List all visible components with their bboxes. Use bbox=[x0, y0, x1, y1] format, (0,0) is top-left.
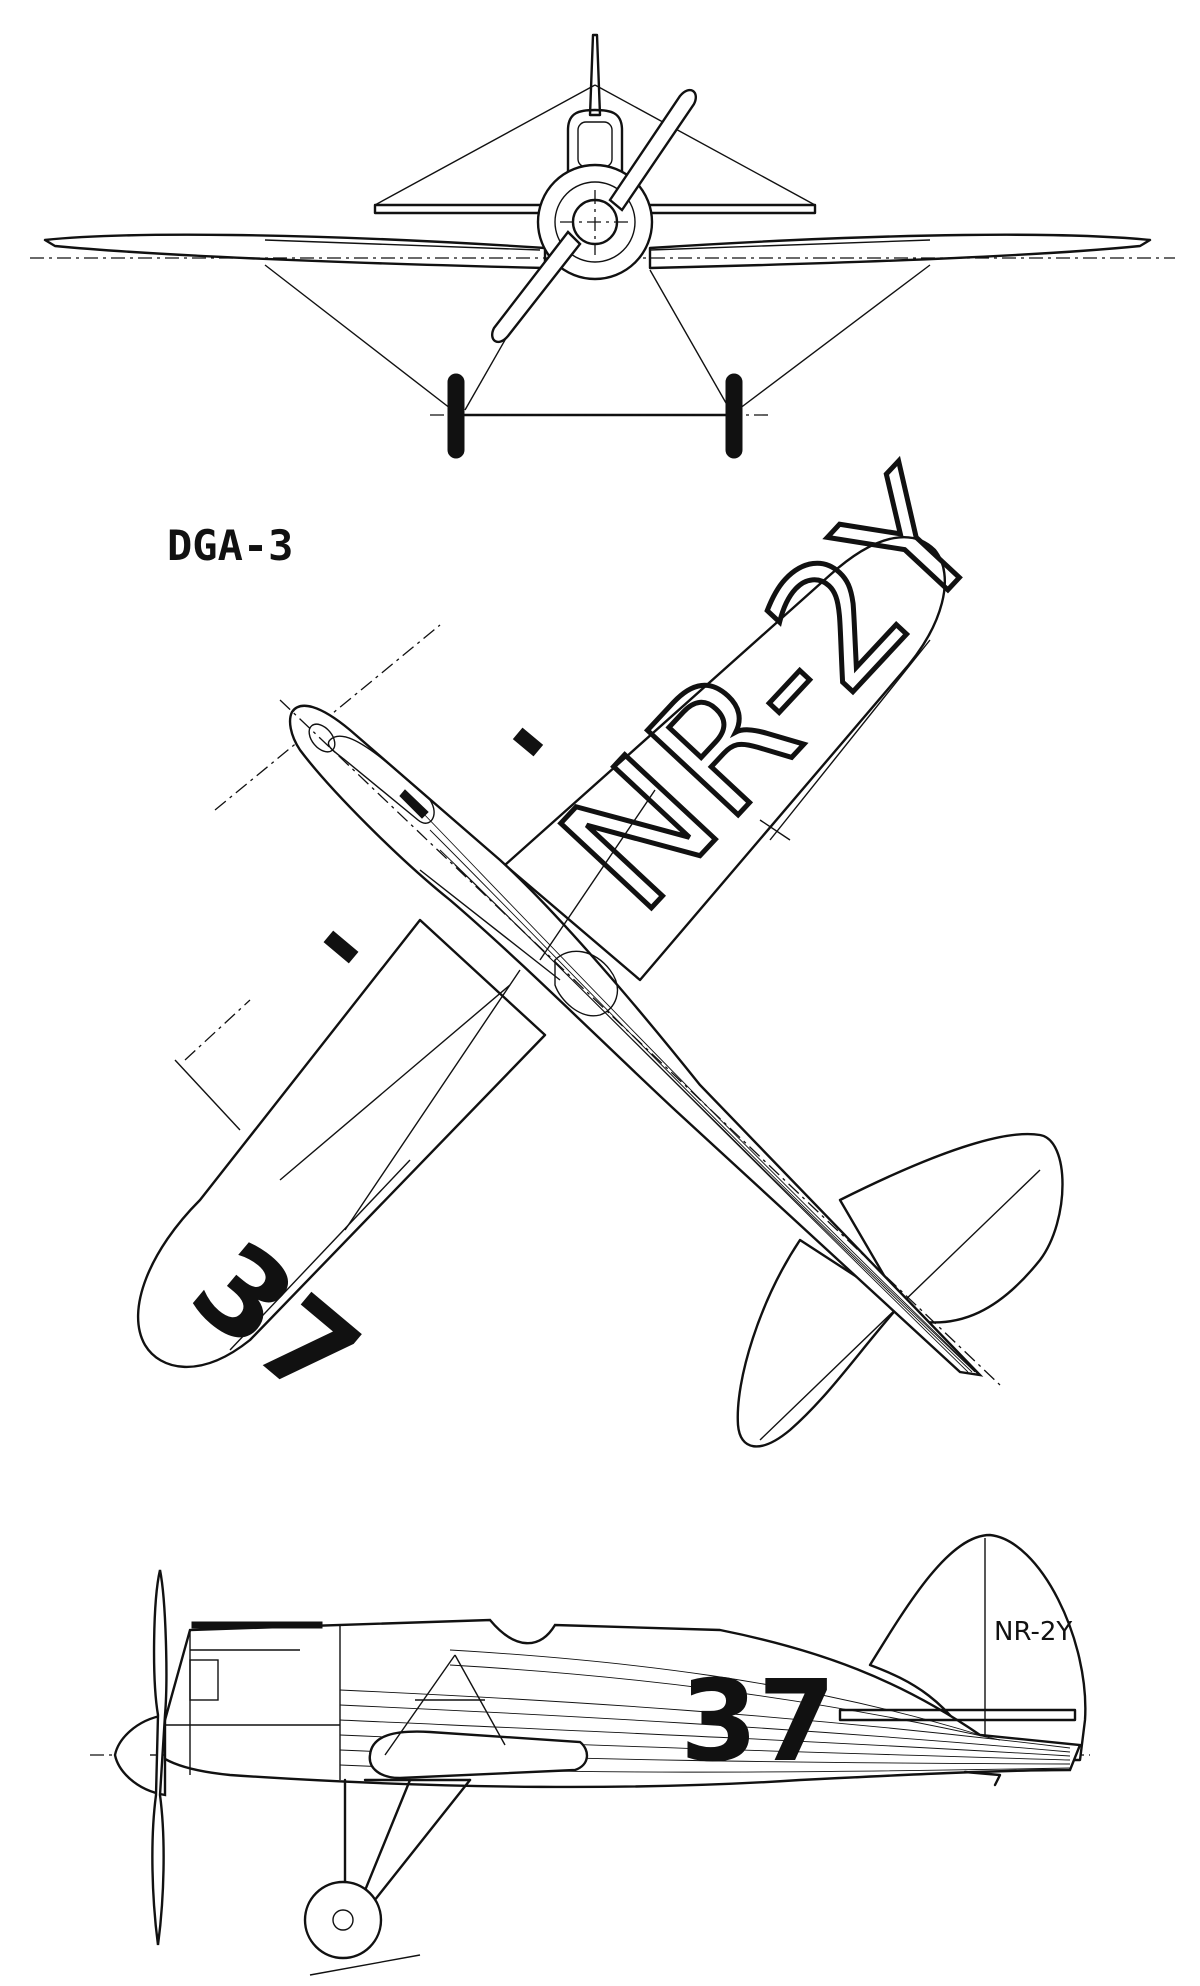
top-view: NR-2Y 37 bbox=[136, 435, 1064, 1448]
side-vertical-tail bbox=[868, 1533, 1087, 1762]
side-view: NR-2Y 37 bbox=[90, 1533, 1090, 1976]
side-race-number: 37 bbox=[680, 1657, 836, 1787]
top-wing-right-panel bbox=[503, 536, 946, 982]
front-propeller bbox=[491, 88, 697, 344]
front-right-wheel bbox=[725, 373, 743, 459]
top-fuselage-stringers bbox=[419, 809, 979, 1375]
side-registration: NR-2Y bbox=[994, 1617, 1072, 1647]
top-wing-left-panel bbox=[136, 918, 547, 1369]
side-fuselage-stringers bbox=[339, 1649, 1071, 1773]
side-spinner bbox=[113, 1713, 167, 1797]
top-wing-struts bbox=[174, 789, 656, 1231]
top-cowling-detail bbox=[327, 735, 435, 824]
front-wing bbox=[43, 233, 547, 270]
front-fin bbox=[588, 33, 602, 117]
front-canopy bbox=[566, 108, 624, 182]
top-race-number: 37 bbox=[166, 1216, 383, 1430]
top-exhaust-left bbox=[323, 930, 359, 964]
side-wheel bbox=[303, 1880, 383, 1960]
side-cowling bbox=[160, 1621, 341, 1780]
side-wing-struts bbox=[384, 1654, 506, 1756]
top-cockpit bbox=[554, 950, 619, 1017]
top-registration: NR-2Y bbox=[525, 438, 1020, 948]
top-horizontal-tail bbox=[838, 1132, 1064, 1324]
side-wing-root bbox=[368, 1730, 589, 1780]
side-tail-skid bbox=[963, 1770, 1002, 1787]
front-view bbox=[30, 33, 1175, 459]
side-propeller bbox=[151, 1569, 168, 1946]
side-horizontal-tail bbox=[838, 1708, 1077, 1722]
front-stabilizer bbox=[373, 203, 817, 215]
front-left-wheel bbox=[447, 373, 465, 459]
top-exhaust-right bbox=[512, 727, 544, 757]
model-label: DGA-3 bbox=[167, 521, 293, 570]
